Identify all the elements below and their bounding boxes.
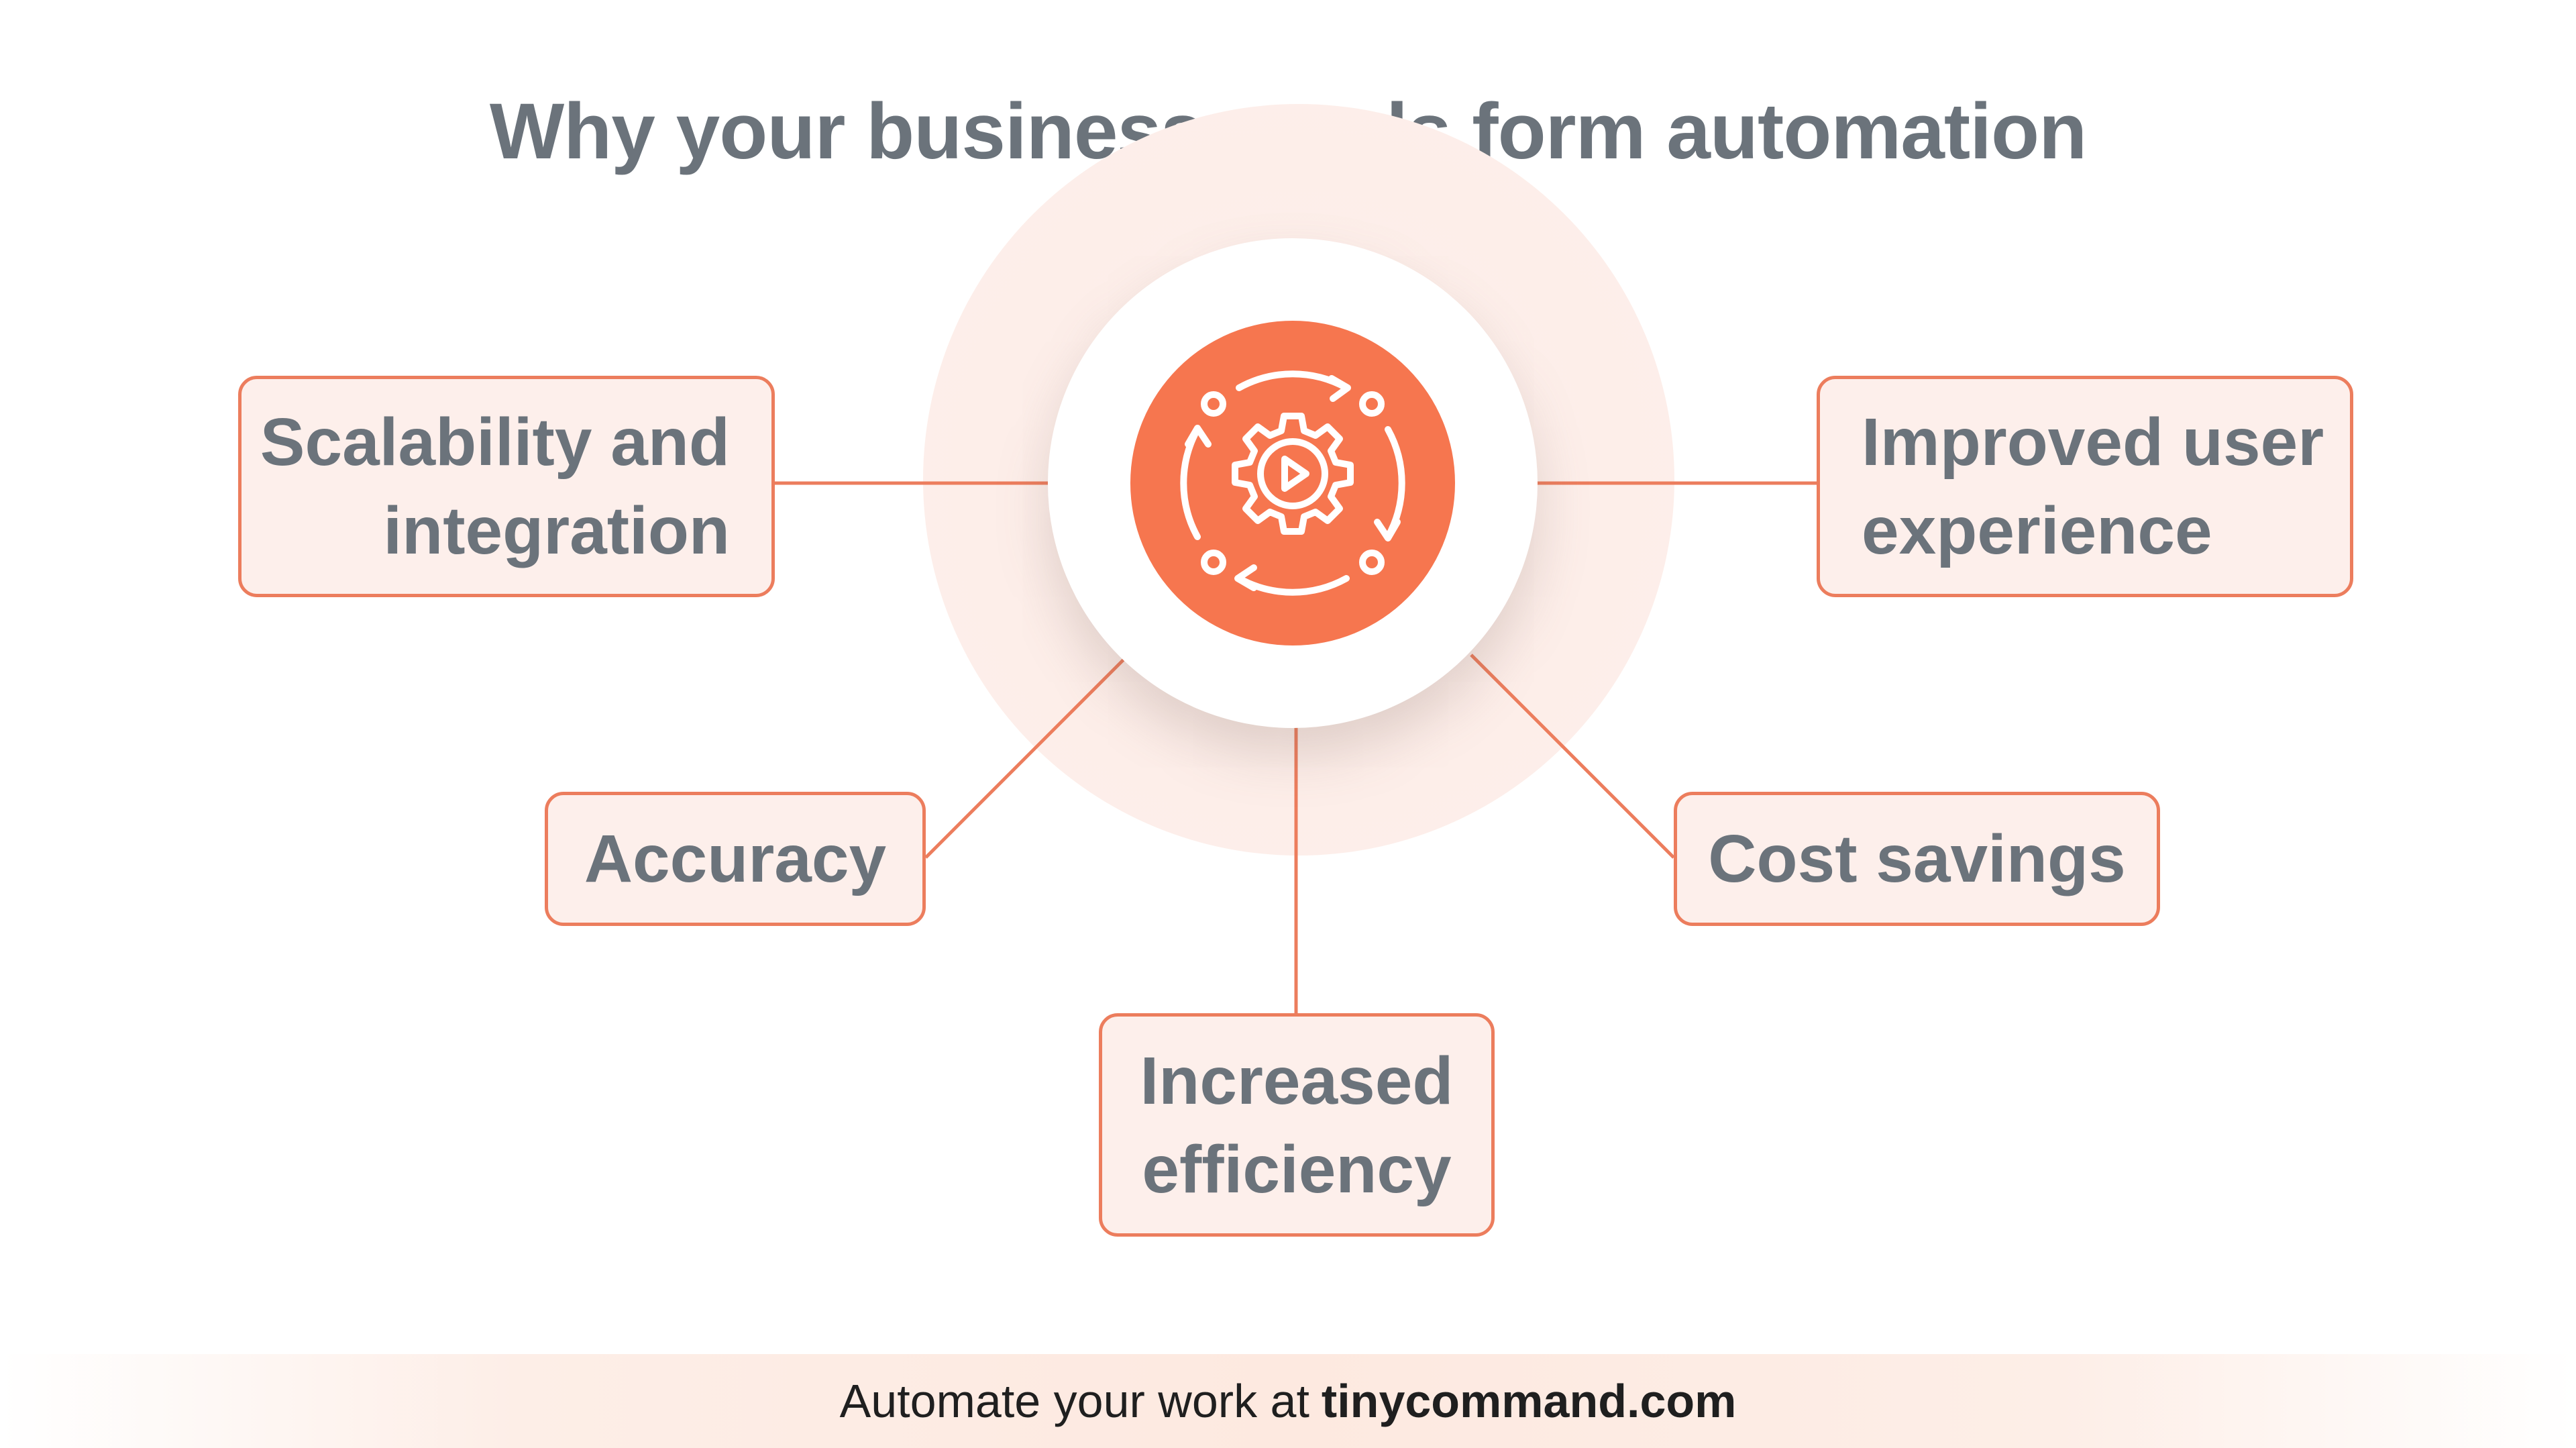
benefit-label: Cost savings: [1708, 821, 2126, 896]
gear-cycle-play-icon: [1180, 370, 1405, 596]
benefit-label: Increased efficiency: [1140, 1043, 1454, 1207]
footer-link[interactable]: tinycommand.com: [1321, 1375, 1737, 1427]
benefit-scalability-box: Scalability and integration: [238, 376, 775, 597]
connector-accuracy: [924, 656, 1127, 859]
benefit-user-experience-box: Improved user experience: [1817, 376, 2353, 597]
benefit-efficiency-box: Increased efficiency: [1099, 1013, 1495, 1237]
footer-text: Automate your work at: [839, 1375, 1309, 1427]
benefit-label: Accuracy: [584, 821, 887, 896]
benefit-cost-savings-box: Cost savings: [1674, 792, 2160, 926]
footer-banner: Automate your work at tinycommand.com: [0, 1354, 2576, 1448]
benefit-label: Improved user experience: [1862, 405, 2324, 568]
benefit-accuracy-box: Accuracy: [545, 792, 926, 926]
benefit-label: Scalability and integration: [260, 405, 730, 568]
connector-cost-savings: [1470, 654, 1675, 859]
hub-icon-disc: [1130, 321, 1455, 645]
